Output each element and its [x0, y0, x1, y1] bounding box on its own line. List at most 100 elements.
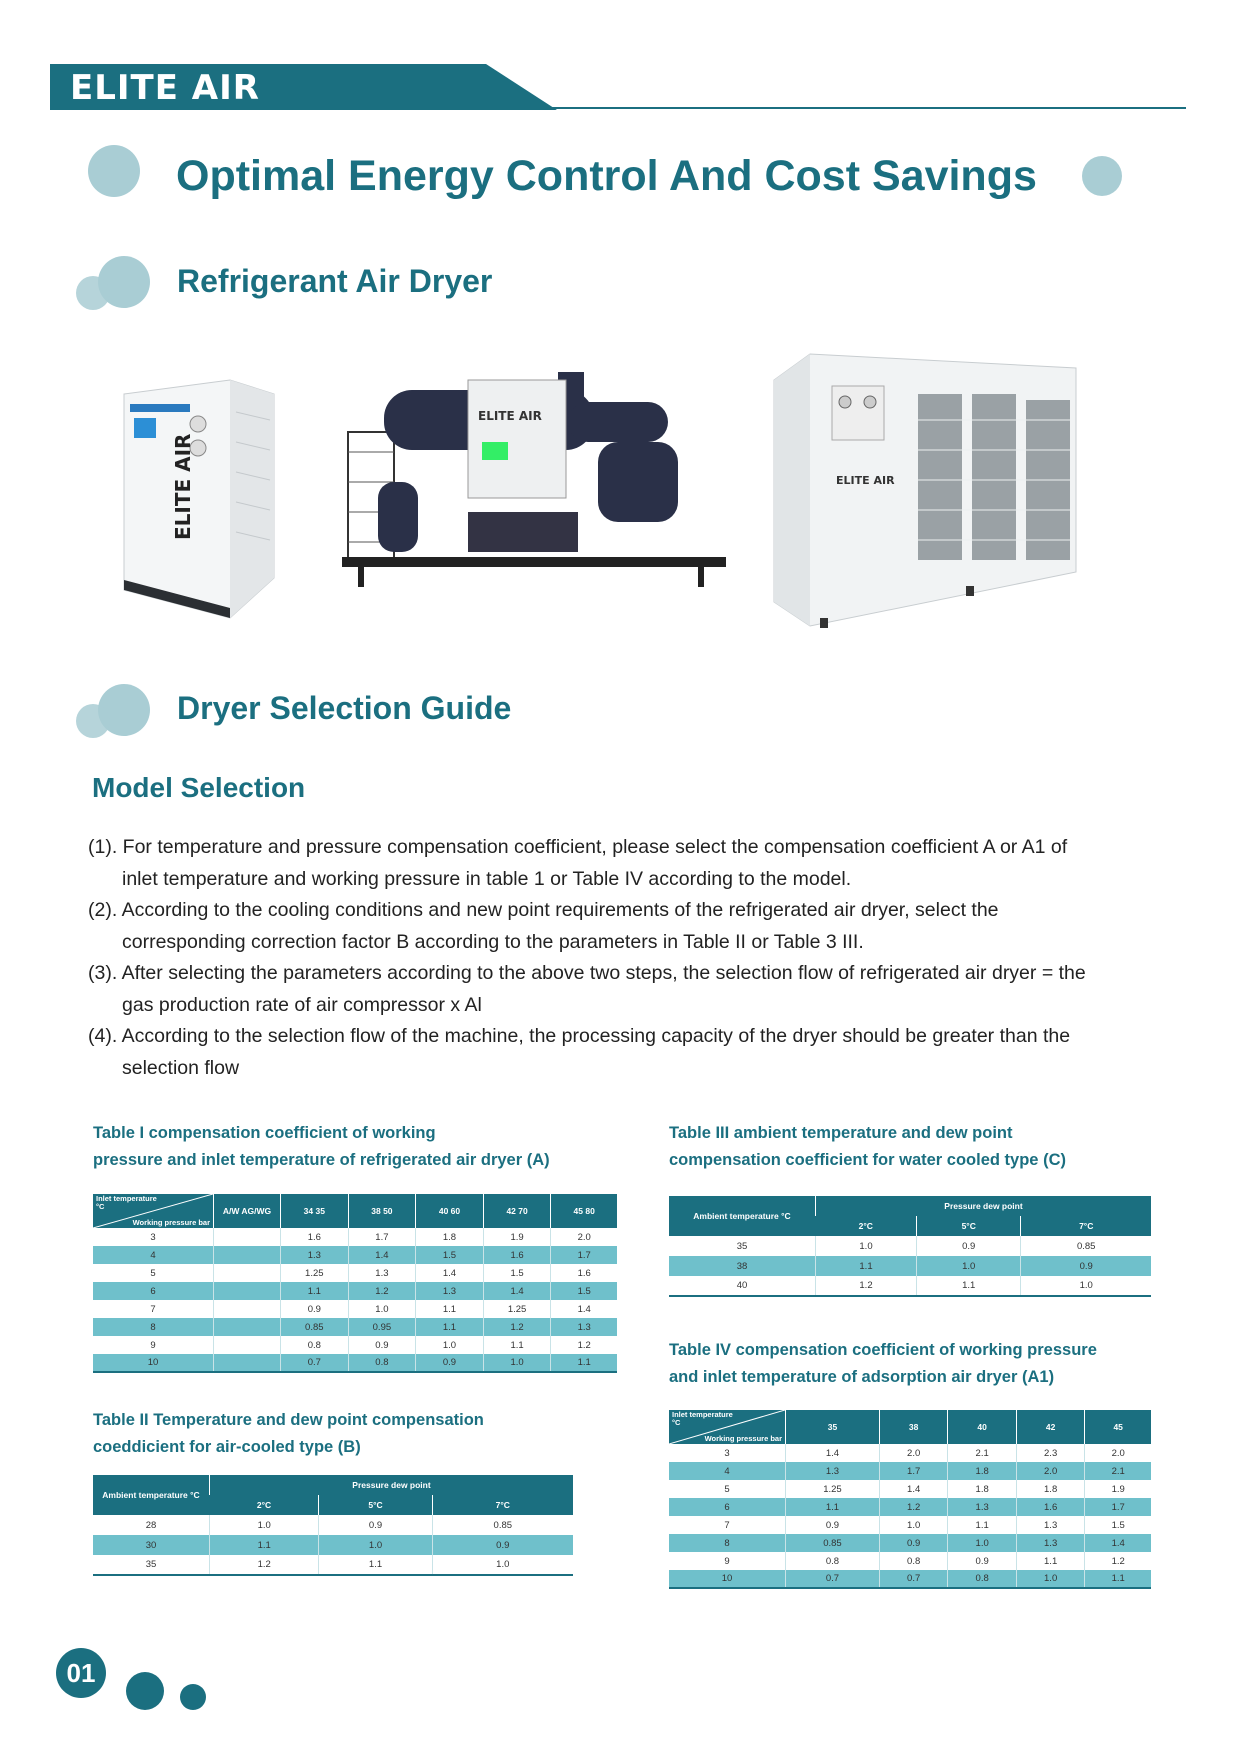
table3-value-cell: 1.0: [814, 1236, 917, 1256]
table1-value-cell: 1.4: [347, 1246, 416, 1264]
table4-col-header: 42: [1015, 1410, 1085, 1444]
brand-logo: ELITE AIR: [70, 68, 260, 108]
table1-caption: Table I compensation coefficient of work…: [93, 1124, 550, 1169]
table1-value-cell: 1.9: [482, 1228, 551, 1246]
table4-value-cell: 1.1: [785, 1498, 880, 1516]
table3-value-cell: 0.9: [1020, 1256, 1151, 1276]
table2-value-cell: 1.2: [208, 1555, 319, 1576]
table1-value-cell: 0.9: [280, 1300, 349, 1318]
table3-caption: Table III ambient temperature and dew po…: [669, 1124, 1066, 1169]
step-item: (1). For temperature and pressure compen…: [88, 836, 1068, 890]
table1-value-cell: 1.5: [482, 1264, 551, 1282]
table4-value-cell: 0.85: [785, 1534, 880, 1552]
table1-value-cell: 0.95: [347, 1318, 416, 1336]
table1-pressure-cell: 6: [93, 1282, 214, 1300]
table2-temp-cell: 35: [93, 1555, 210, 1576]
table2-value-cell: 1.0: [431, 1555, 573, 1576]
table2-value-cell: 1.0: [208, 1515, 319, 1535]
table1-value-cell: 1.7: [550, 1246, 617, 1264]
table1-col-header: 42 70: [482, 1194, 551, 1228]
table4-value-cell: 0.7: [878, 1570, 948, 1589]
table2-value-cell: 1.1: [318, 1555, 433, 1576]
table3-col-header: 7°C: [1020, 1216, 1151, 1236]
header-rule: [50, 107, 1186, 109]
table4-value-cell: 1.3: [947, 1498, 1017, 1516]
section-heading-selection-guide: Dryer Selection Guide: [177, 690, 512, 726]
page-number: 01: [56, 1648, 106, 1698]
table4-pressure-cell: 10: [669, 1570, 786, 1589]
table2-value-cell: 0.9: [318, 1515, 433, 1535]
table4-value-cell: 1.8: [947, 1462, 1017, 1480]
table4-pressure-cell: 8: [669, 1534, 786, 1552]
decor-circle-icon: [88, 145, 140, 197]
page-title: Optimal Energy Control And Cost Savings: [176, 152, 1037, 200]
table4: Inlet temperature°C Working pressure bar…: [669, 1410, 1151, 1589]
table4-value-cell: 1.3: [1015, 1534, 1085, 1552]
table1-pressure-cell: 8: [93, 1318, 214, 1336]
table1-value-cell: 1.4: [482, 1282, 551, 1300]
table1-value-cell: 1.0: [415, 1336, 484, 1354]
table4-value-cell: 0.8: [878, 1552, 948, 1570]
small-refrigerant-dryer-photo: ELITE AIR: [123, 379, 275, 619]
table1-pressure-cell: 3: [150, 1231, 156, 1243]
table4-value-cell: 1.0: [947, 1534, 1017, 1552]
table3-value-cell: 0.9: [916, 1236, 1021, 1256]
table2-row-header: Ambient temperature °C: [93, 1475, 210, 1515]
table3-temp-cell: 38: [669, 1256, 816, 1276]
skid-refrigerant-dryer-photo: ELITE AIR: [342, 372, 726, 587]
table4-value-cell: 1.0: [878, 1516, 948, 1534]
table4-col-header: 38: [878, 1410, 948, 1444]
table4-value-cell: 0.9: [947, 1552, 1017, 1570]
table1-col-header: 38 50: [347, 1194, 416, 1228]
table4-value-cell: 2.1: [947, 1444, 1017, 1462]
table4-value-cell: 0.7: [785, 1570, 880, 1589]
table4-value-cell: 1.0: [1015, 1570, 1085, 1589]
decor-circle-icon: [76, 704, 110, 738]
table4-value-cell: 1.7: [878, 1462, 948, 1480]
table1: Inlet temperature°C Working pressure bar…: [93, 1194, 617, 1373]
table3-col-header: 5°C: [916, 1216, 1021, 1236]
model-selection-heading: Model Selection: [92, 772, 306, 803]
table1-empty-cell: [213, 1318, 281, 1336]
table1-value-cell: 1.1: [280, 1282, 349, 1300]
table4-value-cell: 2.1: [1084, 1462, 1151, 1480]
table1-value-cell: 0.9: [415, 1354, 484, 1373]
table4-pressure-cell: 7: [724, 1519, 730, 1531]
table1-value-cell: 1.2: [482, 1318, 551, 1336]
table4-value-cell: 0.9: [878, 1534, 948, 1552]
table4-value-cell: 1.5: [1084, 1516, 1151, 1534]
table1-value-cell: 1.4: [415, 1264, 484, 1282]
table2-value-cell: 0.85: [431, 1515, 573, 1535]
table1-value-cell: 1.1: [550, 1354, 617, 1373]
table4-pressure-cell: 5: [724, 1483, 730, 1495]
table1-empty-cell: [213, 1282, 281, 1300]
table3-value-cell: 1.0: [1020, 1276, 1151, 1297]
table3-temp-cell: 35: [736, 1240, 748, 1252]
table2-col-header: 2°C: [209, 1495, 319, 1515]
svg-text:ELITE AIR: ELITE AIR: [836, 474, 895, 487]
table4-pressure-cell: 3: [724, 1447, 730, 1459]
table4-value-cell: 0.9: [785, 1516, 880, 1534]
table1-empty-cell: [213, 1246, 281, 1264]
step-item: (3). After selecting the parameters acco…: [88, 962, 1086, 1016]
table1-pressure-cell: 4: [93, 1246, 214, 1264]
table1-pressure-cell: 5: [150, 1267, 156, 1279]
table1-value-cell: 0.8: [347, 1354, 416, 1373]
table4-pressure-cell: 9: [724, 1555, 730, 1567]
table4-col-header: 45: [1084, 1410, 1151, 1444]
table1-value-cell: 1.8: [415, 1228, 484, 1246]
table1-pressure-cell: 10: [93, 1354, 214, 1373]
table4-value-cell: 1.9: [1084, 1480, 1151, 1498]
table4-value-cell: 1.4: [1084, 1534, 1151, 1552]
table4-value-cell: 1.4: [785, 1444, 880, 1462]
